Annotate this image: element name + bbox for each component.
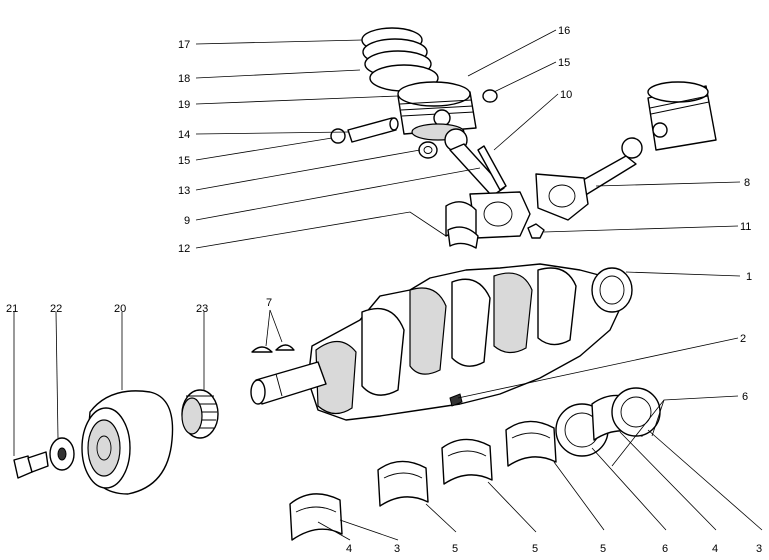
timing-gear (181, 389, 219, 439)
callout-4-right: 4 (712, 543, 718, 555)
main-bearing-shell-1 (289, 493, 343, 541)
callout-4-left: 4 (346, 543, 352, 555)
connecting-rod-right (535, 137, 643, 221)
main-bearing-shell-2 (377, 460, 429, 507)
main-bearing-shell-3 (441, 438, 493, 485)
woodruff-keys (251, 344, 295, 353)
callout-6-bottom: 6 (662, 543, 668, 555)
callout-3-right: 3 (756, 543, 762, 555)
dowel-pin (449, 393, 463, 407)
crankshaft (250, 263, 633, 421)
callout-20: 20 (114, 303, 126, 315)
callout-15-left: 15 (178, 155, 190, 167)
rod-nut (527, 223, 545, 239)
callout-9: 9 (184, 215, 190, 227)
callout-8: 8 (744, 177, 750, 189)
callout-11: 11 (740, 221, 751, 233)
callout-21: 21 (6, 303, 18, 315)
callout-15-right: 15 (558, 57, 570, 69)
callout-22: 22 (50, 303, 62, 315)
callout-2: 2 (740, 333, 746, 345)
washer (49, 437, 75, 471)
callout-17: 17 (178, 39, 190, 51)
piston-upper (397, 81, 477, 141)
callout-7: 7 (266, 297, 272, 309)
piston-ring-stack (361, 27, 439, 92)
pulley-bolt (13, 451, 49, 479)
callout-5-b: 5 (532, 543, 538, 555)
callout-14: 14 (178, 129, 190, 141)
small-end-bush (418, 141, 438, 159)
thrust-washer-2 (611, 387, 661, 437)
callout-3-left: 3 (394, 543, 400, 555)
main-bearing-shell-4 (505, 420, 557, 467)
callout-19: 19 (178, 99, 190, 111)
callout-5-c: 5 (600, 543, 606, 555)
connecting-rod-left (444, 128, 531, 239)
rod-bolt (477, 145, 507, 191)
leader-lines (13, 29, 763, 541)
callout-12: 12 (178, 243, 190, 255)
big-end-bearing-shells (445, 201, 479, 249)
callout-1: 1 (746, 271, 752, 283)
callout-6-right: 6 (742, 391, 748, 403)
piston-pin (347, 117, 399, 143)
callout-18: 18 (178, 73, 190, 85)
circlip-left (330, 128, 346, 144)
callout-13: 13 (178, 185, 190, 197)
callout-10: 10 (560, 89, 572, 101)
circlip-right (482, 89, 498, 103)
callout-23: 23 (196, 303, 208, 315)
crank-pulley (81, 390, 174, 495)
piston-right (647, 81, 717, 151)
callout-labels: 17 18 19 14 15 13 9 12 16 15 10 8 11 1 2… (6, 25, 762, 555)
callout-16: 16 (558, 25, 570, 37)
callout-5-a: 5 (452, 543, 458, 555)
